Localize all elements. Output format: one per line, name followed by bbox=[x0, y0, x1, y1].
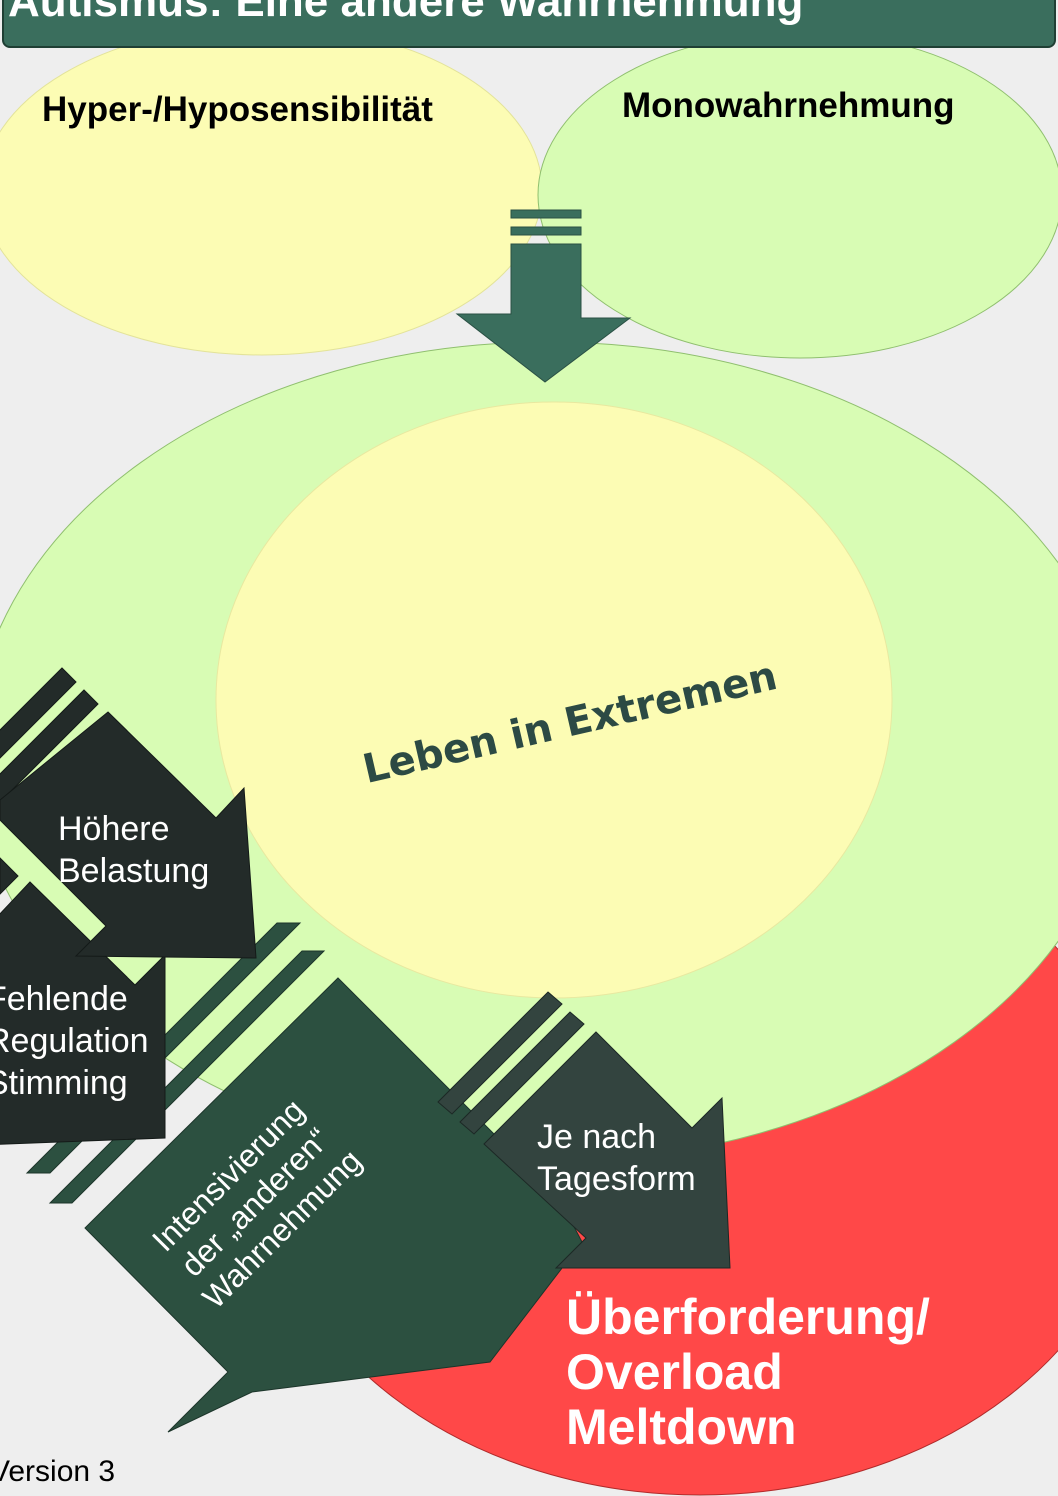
inner-yellow-ellipse bbox=[215, 401, 893, 999]
tagesform-line-2: Tagesform bbox=[537, 1160, 696, 1198]
version-label: Version 3 bbox=[0, 1455, 116, 1488]
page-title: Autismus: Eine andere Wahrnehmung bbox=[8, 0, 804, 26]
regulation-arrow bbox=[0, 857, 166, 1145]
hyper-bubble bbox=[0, 24, 543, 356]
regulation-line-1: Fehlende bbox=[0, 980, 128, 1018]
tagesform-arrow bbox=[437, 991, 731, 1269]
mono-label: Monowahrnehmung bbox=[622, 86, 955, 125]
tagesform-line-1: Je nach bbox=[537, 1118, 657, 1156]
down-arrow bbox=[455, 209, 632, 383]
overload-line-3: Meltdown bbox=[566, 1399, 797, 1455]
mono-bubble bbox=[537, 31, 1058, 359]
overload-line-2: Overload bbox=[566, 1344, 783, 1400]
tagesform-label: Je nach Tagesform bbox=[537, 1116, 696, 1200]
title-banner bbox=[2, 0, 1056, 48]
belastung-arrow bbox=[0, 667, 257, 959]
regulation-line-3: Stimming bbox=[0, 1064, 128, 1102]
belastung-label: Höhere Belastung bbox=[58, 808, 209, 892]
regulation-line-2: Regulation bbox=[0, 1022, 149, 1060]
regulation-label: Fehlende Regulation Stimming bbox=[0, 978, 149, 1104]
belastung-line-1: Höhere bbox=[58, 810, 170, 848]
belastung-line-2: Belastung bbox=[58, 852, 210, 890]
overload-label: Überforderung/ Overload Meltdown bbox=[566, 1290, 930, 1455]
overload-line-1: Überforderung/ bbox=[566, 1289, 930, 1345]
hyper-label: Hyper-/Hyposensibilität bbox=[42, 90, 433, 129]
